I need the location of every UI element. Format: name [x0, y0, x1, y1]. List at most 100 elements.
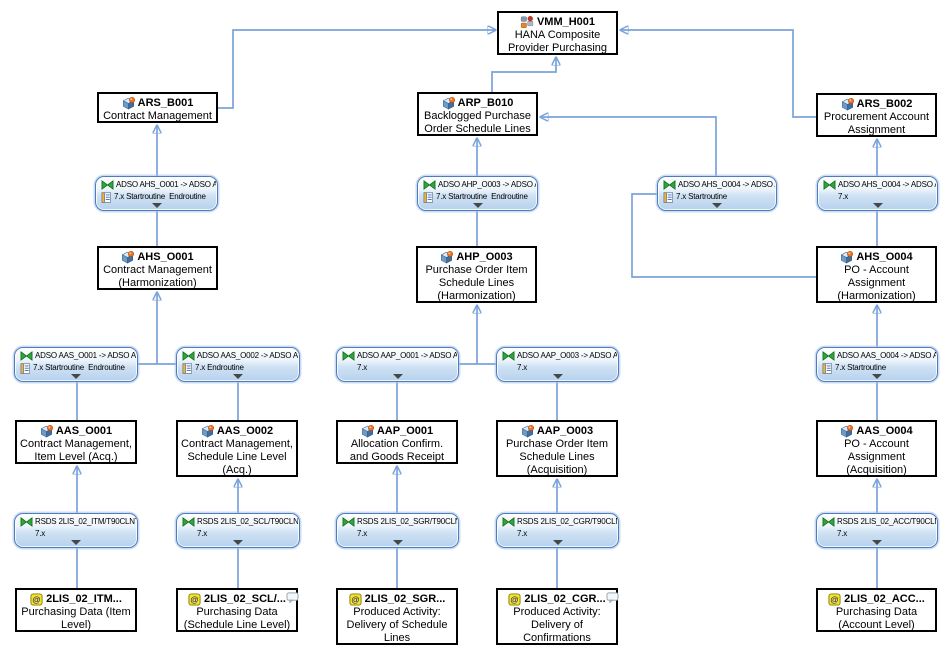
node-desc: Provider Purchasing [507, 42, 608, 54]
transformation-name: ADSO AAP_O001 -> ADSO AH... [357, 351, 457, 360]
adso-ars-b001[interactable]: ARS_B001 Contract Management [97, 92, 218, 123]
adso-ahp-o003[interactable]: AHP_O003 Purchase Order Item Schedule Li… [416, 246, 537, 303]
collapse-arrow-icon[interactable] [872, 374, 882, 379]
adso-cube-icon [361, 425, 374, 438]
transformation-name: RSDS 2LIS_02_ITM/T90CLNT0... [35, 517, 136, 526]
transformation-ahs-o004-to-ars-b002[interactable]: ADSO AHS_O004 -> ADSO AR... 7.x [817, 176, 938, 211]
collapse-arrow-icon[interactable] [233, 540, 243, 545]
composite-provider-vmm-h001[interactable]: VMM_H001 HANA Composite Provider Purchas… [497, 11, 618, 55]
node-title: AHS_O001 [137, 251, 194, 263]
node-desc: (Acquisition) [846, 464, 907, 476]
node-desc: Schedule Lines [438, 277, 515, 289]
node-desc: Lines [383, 632, 411, 644]
transformation-icon [823, 180, 836, 190]
adso-aap-o003[interactable]: AAP_O003 Purchase Order Item Schedule Li… [496, 420, 618, 477]
datasource-2lis-02-cgr[interactable]: 2LIS_02_CGR... Produced Activity: Delive… [496, 588, 618, 645]
adso-ars-b002[interactable]: ARS_B002 Procurement Account Assignment [816, 93, 937, 137]
node-desc: (Schedule Line Level) [183, 619, 291, 631]
node-title: 2LIS_02_CGR... [524, 593, 606, 605]
documentation-note-icon[interactable] [286, 592, 299, 603]
node-desc: and Goods Receipt [349, 451, 445, 463]
transformation-detail: 7.x [35, 529, 46, 538]
transformation-aas-o004-to-ahs-o004[interactable]: ADSO AAS_O004 -> ADSO AH... 7.x Startrou… [816, 347, 938, 382]
datasource-2lis-02-scl[interactable]: 2LIS_02_SCL/... Purchasing Data (Schedul… [176, 588, 298, 632]
adso-cube-icon [122, 97, 135, 110]
node-desc: Produced Activity: [353, 606, 441, 618]
transformation-ahp-o003-to-arp-b010[interactable]: ADSO AHP_O003 -> ADSO AR... 7.x Startrou… [417, 176, 538, 211]
node-desc: Purchasing Data [835, 606, 918, 618]
datasource-2lis-02-acc[interactable]: 2LIS_02_ACC... Purchasing Data (Account … [816, 588, 937, 632]
datasource-icon [188, 593, 201, 606]
routine-icon [20, 363, 31, 374]
routine-icon [182, 363, 193, 374]
adso-aap-o001[interactable]: AAP_O001 Allocation Confirm. and Goods R… [336, 420, 458, 464]
collapse-arrow-icon[interactable] [392, 374, 403, 379]
adso-ahs-o001[interactable]: AHS_O001 Contract Management (Harmonizat… [97, 246, 218, 290]
collapse-arrow-icon[interactable] [552, 374, 563, 379]
node-title: AAS_O002 [216, 425, 274, 437]
transformation-name: RSDS 2LIS_02_ACC/T90CLNT0... [837, 517, 936, 526]
transformation-name: ADSO AAS_O001 -> ADSO AH... [35, 351, 136, 360]
edge-arp-b010-to-vmm-h001[interactable] [491, 58, 556, 92]
node-title: VMM_H001 [536, 16, 596, 28]
transformation-name: RSDS 2LIS_02_CGR/T90CLNT0... [517, 517, 617, 526]
transformation-rsds-2lis-02-itm[interactable]: RSDS 2LIS_02_ITM/T90CLNT0... 7.x [14, 513, 138, 548]
adso-ahs-o004[interactable]: AHS_O004 PO - Account Assignment (Harmon… [816, 246, 937, 303]
collapse-arrow-icon[interactable] [872, 203, 883, 208]
node-desc: Procurement Account [823, 111, 930, 123]
adso-aas-o002[interactable]: AAS_O002 Contract Management, Schedule L… [176, 420, 298, 477]
transformation-ahs-o004-to-arp-b010[interactable]: ADSO AHS_O004 -> ADSO AR... 7.x Startrou… [657, 176, 777, 211]
transformation-rsds-2lis-02-cgr[interactable]: RSDS 2LIS_02_CGR/T90CLNT0... 7.x [496, 513, 619, 548]
node-desc: Purchase Order Item [425, 264, 528, 276]
collapse-arrow-icon[interactable] [472, 203, 483, 208]
adso-aas-o004[interactable]: AAS_O004 PO - Account Assignment (Acquis… [816, 420, 937, 477]
node-desc: Delivery of Schedule [346, 619, 448, 631]
node-desc: Purchase Order Item [505, 438, 609, 450]
collapse-arrow-icon[interactable] [71, 374, 81, 379]
collapse-arrow-icon[interactable] [151, 203, 162, 208]
transformation-rsds-2lis-02-sgr[interactable]: RSDS 2LIS_02_SGR/T90CLNT0... 7.x [336, 513, 459, 548]
adso-cube-icon [201, 425, 214, 438]
node-title: AAS_O001 [55, 425, 113, 437]
transformation-icon [663, 180, 676, 190]
documentation-note-icon[interactable] [606, 592, 619, 603]
node-title: AAS_O004 [856, 425, 913, 437]
collapse-arrow-icon[interactable] [392, 540, 403, 545]
node-desc: Assignment [847, 451, 906, 463]
node-desc: Assignment [847, 277, 906, 289]
edge-tf-to-arp-b010-side[interactable] [541, 117, 717, 176]
node-desc: Delivery of [531, 619, 583, 631]
transformation-aas-o002-to-ahs-o001[interactable]: ADSO AAS_O002 -> ADSO AH... 7.x Endrouti… [176, 347, 300, 382]
datasource-2lis-02-sgr[interactable]: 2LIS_02_SGR... Produced Activity: Delive… [336, 588, 458, 645]
transformation-ahs-o001-to-ars-b001[interactable]: ADSO AHS_O001 -> ADSO AR... 7.x Startrou… [95, 176, 218, 211]
adso-cube-icon [841, 98, 854, 111]
transformation-aas-o001-to-ahs-o001[interactable]: ADSO AAS_O001 -> ADSO AH... 7.x Startrou… [14, 347, 138, 382]
transformation-icon [502, 517, 515, 527]
edge-ahs-o004-to-tf-side[interactable] [631, 193, 816, 278]
transformation-detail: 7.x Startroutine Endroutine [114, 192, 206, 201]
node-desc: (Harmonization) [118, 277, 197, 289]
datasource-2lis-02-itm[interactable]: 2LIS_02_ITM... Purchasing Data (Item Lev… [15, 588, 137, 632]
collapse-arrow-icon[interactable] [872, 540, 882, 545]
node-desc: PO - Account [844, 438, 909, 450]
node-title: 2LIS_02_SGR... [364, 593, 446, 605]
adso-arp-b010[interactable]: ARP_B010 Backlogged Purchase Order Sched… [417, 92, 538, 136]
collapse-arrow-icon[interactable] [71, 540, 81, 545]
node-desc: Level) [61, 619, 91, 631]
transformation-aap-o001-to-ahp-o003[interactable]: ADSO AAP_O001 -> ADSO AH... 7.x [336, 347, 459, 382]
transformation-rsds-2lis-02-acc[interactable]: RSDS 2LIS_02_ACC/T90CLNT0... 7.x [816, 513, 938, 548]
collapse-arrow-icon[interactable] [233, 374, 243, 379]
edge-ars-b001-to-vmm-h001[interactable] [218, 30, 495, 109]
transformation-rsds-2lis-02-scl[interactable]: RSDS 2LIS_02_SCL/T90CLNT0... 7.x [176, 513, 300, 548]
transformation-aap-o003-to-ahp-o003[interactable]: ADSO AAP_O003 -> ADSO AH... 7.x [496, 347, 619, 382]
node-title: 2LIS_02_SCL/... [204, 593, 286, 605]
datasource-icon [30, 593, 43, 606]
node-desc: Contract Management, [181, 438, 293, 450]
node-desc: HANA Composite [514, 29, 601, 41]
collapse-arrow-icon[interactable] [552, 540, 563, 545]
transformation-detail: 7.x [197, 529, 208, 538]
edge-ars-b002-to-vmm-h001[interactable] [621, 30, 816, 118]
collapse-arrow-icon[interactable] [712, 203, 722, 208]
adso-aas-o001[interactable]: AAS_O001 Contract Management, Item Level… [15, 420, 137, 464]
transformation-name: RSDS 2LIS_02_SGR/T90CLNT0... [357, 517, 457, 526]
